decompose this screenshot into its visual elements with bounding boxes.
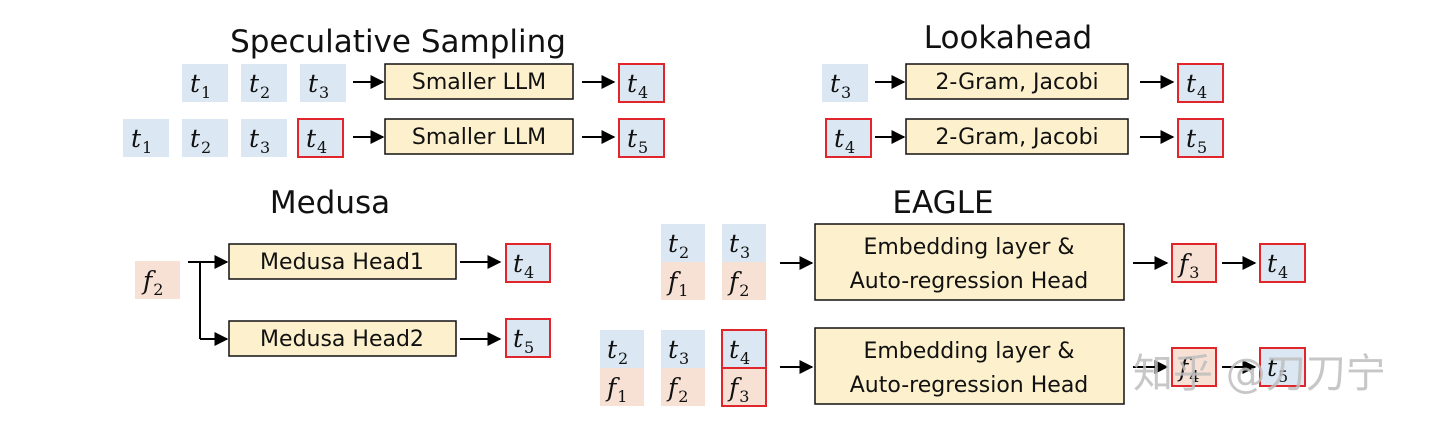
- medusa-head-2: Medusa Head2 t5: [228, 318, 551, 358]
- module-label: Smaller LLM: [412, 70, 546, 95]
- lookahead-section: Lookahead t3 2-Gram, Jacobi t4 t4 2-Gram…: [822, 20, 1224, 158]
- embedding-ar-head-box: [814, 327, 1125, 405]
- watermark: 知乎 @刀刀宁: [1133, 351, 1386, 397]
- medusa-head-1: Medusa Head1 t4: [228, 243, 551, 283]
- embedding-ar-head-box: [814, 223, 1125, 301]
- eagle-section: EAGLE t2 f1 t3 f2 Embedding layer & Auto…: [600, 185, 1306, 407]
- two-gram-jacobi-box: [905, 118, 1129, 155]
- medusa-section: Medusa f2 Medusa Head1 t4 Medusa Head2 t…: [135, 185, 551, 358]
- speculative-sampling-section: Speculative Sampling t1 t2 t3 Smaller LL…: [123, 24, 665, 158]
- smaller-llm-box: [384, 63, 574, 100]
- medusa-title: Medusa: [270, 185, 390, 221]
- smaller-llm-box: [384, 118, 574, 155]
- output-token: [618, 63, 665, 103]
- module-label-line2: Auto-regression Head: [850, 373, 1089, 398]
- lookahead-row-1: t3 2-Gram, Jacobi t4: [822, 63, 1224, 103]
- medusa-head2-box: [228, 320, 457, 357]
- module-label: 2-Gram, Jacobi: [935, 70, 1098, 95]
- module-label: Medusa Head2: [260, 327, 424, 352]
- medusa-head1-box: [228, 243, 457, 280]
- module-label-line1: Embedding layer &: [863, 339, 1074, 364]
- output-token: [1177, 63, 1224, 103]
- output-token: [1259, 243, 1306, 283]
- output-token: [505, 318, 551, 358]
- module-label-line1: Embedding layer &: [863, 235, 1074, 260]
- speculative-row-1: t1 t2 t3 Smaller LLM t4: [182, 63, 665, 103]
- lookahead-row-2: t4 2-Gram, Jacobi t5: [825, 118, 1224, 158]
- eagle-title: EAGLE: [892, 185, 993, 221]
- speculative-row-2: t1 t2 t3 t4 Smaller LLM t5: [123, 118, 665, 158]
- module-label: Medusa Head1: [260, 250, 424, 275]
- output-feature: [1171, 347, 1217, 387]
- output-feature: [1171, 243, 1217, 283]
- two-gram-jacobi-box: [905, 63, 1129, 100]
- module-label: Smaller LLM: [412, 125, 546, 150]
- output-token: [1259, 347, 1306, 387]
- output-token: [618, 118, 665, 158]
- eagle-row-2: t2 f1 t3 f2 t4 f3 Embedding layer & Auto…: [600, 327, 1306, 407]
- output-token: [505, 243, 551, 283]
- speculative-sampling-title: Speculative Sampling: [230, 24, 566, 60]
- module-label: 2-Gram, Jacobi: [935, 125, 1098, 150]
- module-label-line2: Auto-regression Head: [850, 269, 1089, 294]
- output-token: [1177, 118, 1224, 158]
- feature-token: [135, 261, 180, 299]
- lookahead-title: Lookahead: [924, 20, 1092, 56]
- eagle-row-1: t2 f1 t3 f2 Embedding layer & Auto-regre…: [661, 223, 1306, 301]
